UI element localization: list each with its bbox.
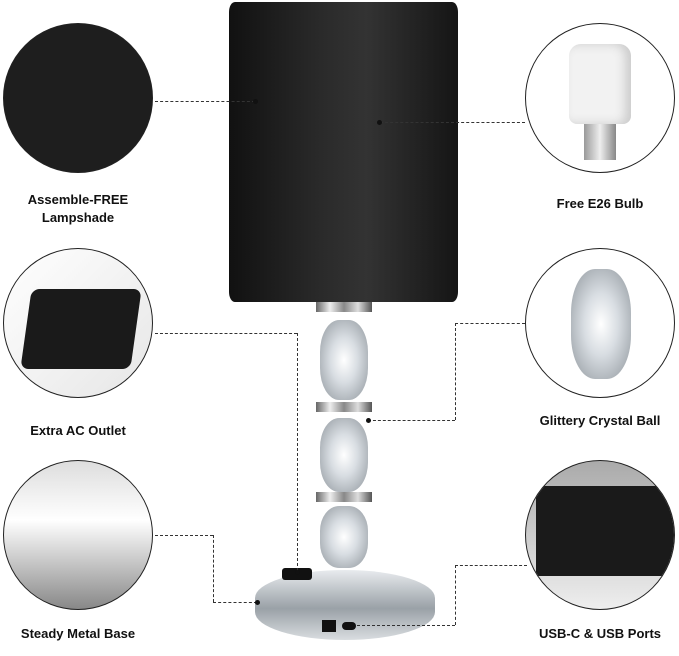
connector-line	[352, 625, 455, 626]
stem-ring	[316, 302, 372, 312]
label-base: Steady Metal Base	[20, 626, 136, 641]
ports-closeup	[525, 460, 675, 610]
crystal-icon	[571, 269, 631, 379]
lampshade-closeup	[3, 23, 153, 173]
crystal-ball	[320, 418, 368, 492]
connector-line	[455, 565, 456, 625]
stem-ring	[316, 492, 372, 502]
connector-dot	[255, 600, 260, 605]
lamp-shade	[229, 2, 458, 302]
stem-ring	[316, 402, 372, 412]
label-lampshade: Assemble-FREE Lampshade	[27, 192, 129, 225]
bulb-base-icon	[584, 124, 616, 160]
bulb-icon	[569, 44, 631, 124]
outlet-closeup	[3, 248, 153, 398]
crystal-ball	[320, 506, 368, 568]
usb-port	[322, 620, 336, 632]
label-ports: USB-C & USB Ports	[538, 626, 662, 641]
connector-dot	[366, 418, 371, 423]
outlet-icon	[20, 289, 142, 369]
connector-line	[213, 602, 257, 603]
usbc-port	[342, 622, 356, 630]
connector-dot	[295, 570, 300, 575]
connector-line	[297, 333, 298, 571]
bulb-closeup	[525, 23, 675, 173]
base-closeup	[3, 460, 153, 610]
ports-icon	[536, 486, 674, 576]
crystal-ball	[320, 320, 368, 400]
label-crystal: Glittery Crystal Ball	[539, 413, 661, 428]
connector-line	[380, 122, 525, 123]
connector-dot	[350, 623, 355, 628]
label-outlet: Extra AC Outlet	[30, 423, 126, 438]
connector-line	[455, 323, 456, 420]
connector-line	[455, 565, 527, 566]
connector-line	[368, 420, 455, 421]
connector-dot	[253, 99, 258, 104]
connector-line	[213, 535, 214, 602]
connector-line	[155, 333, 297, 334]
connector-line	[455, 323, 525, 324]
connector-dot	[377, 120, 382, 125]
label-bulb: Free E26 Bulb	[556, 196, 644, 211]
connector-line	[155, 535, 213, 536]
connector-line	[155, 101, 255, 102]
crystal-closeup	[525, 248, 675, 398]
